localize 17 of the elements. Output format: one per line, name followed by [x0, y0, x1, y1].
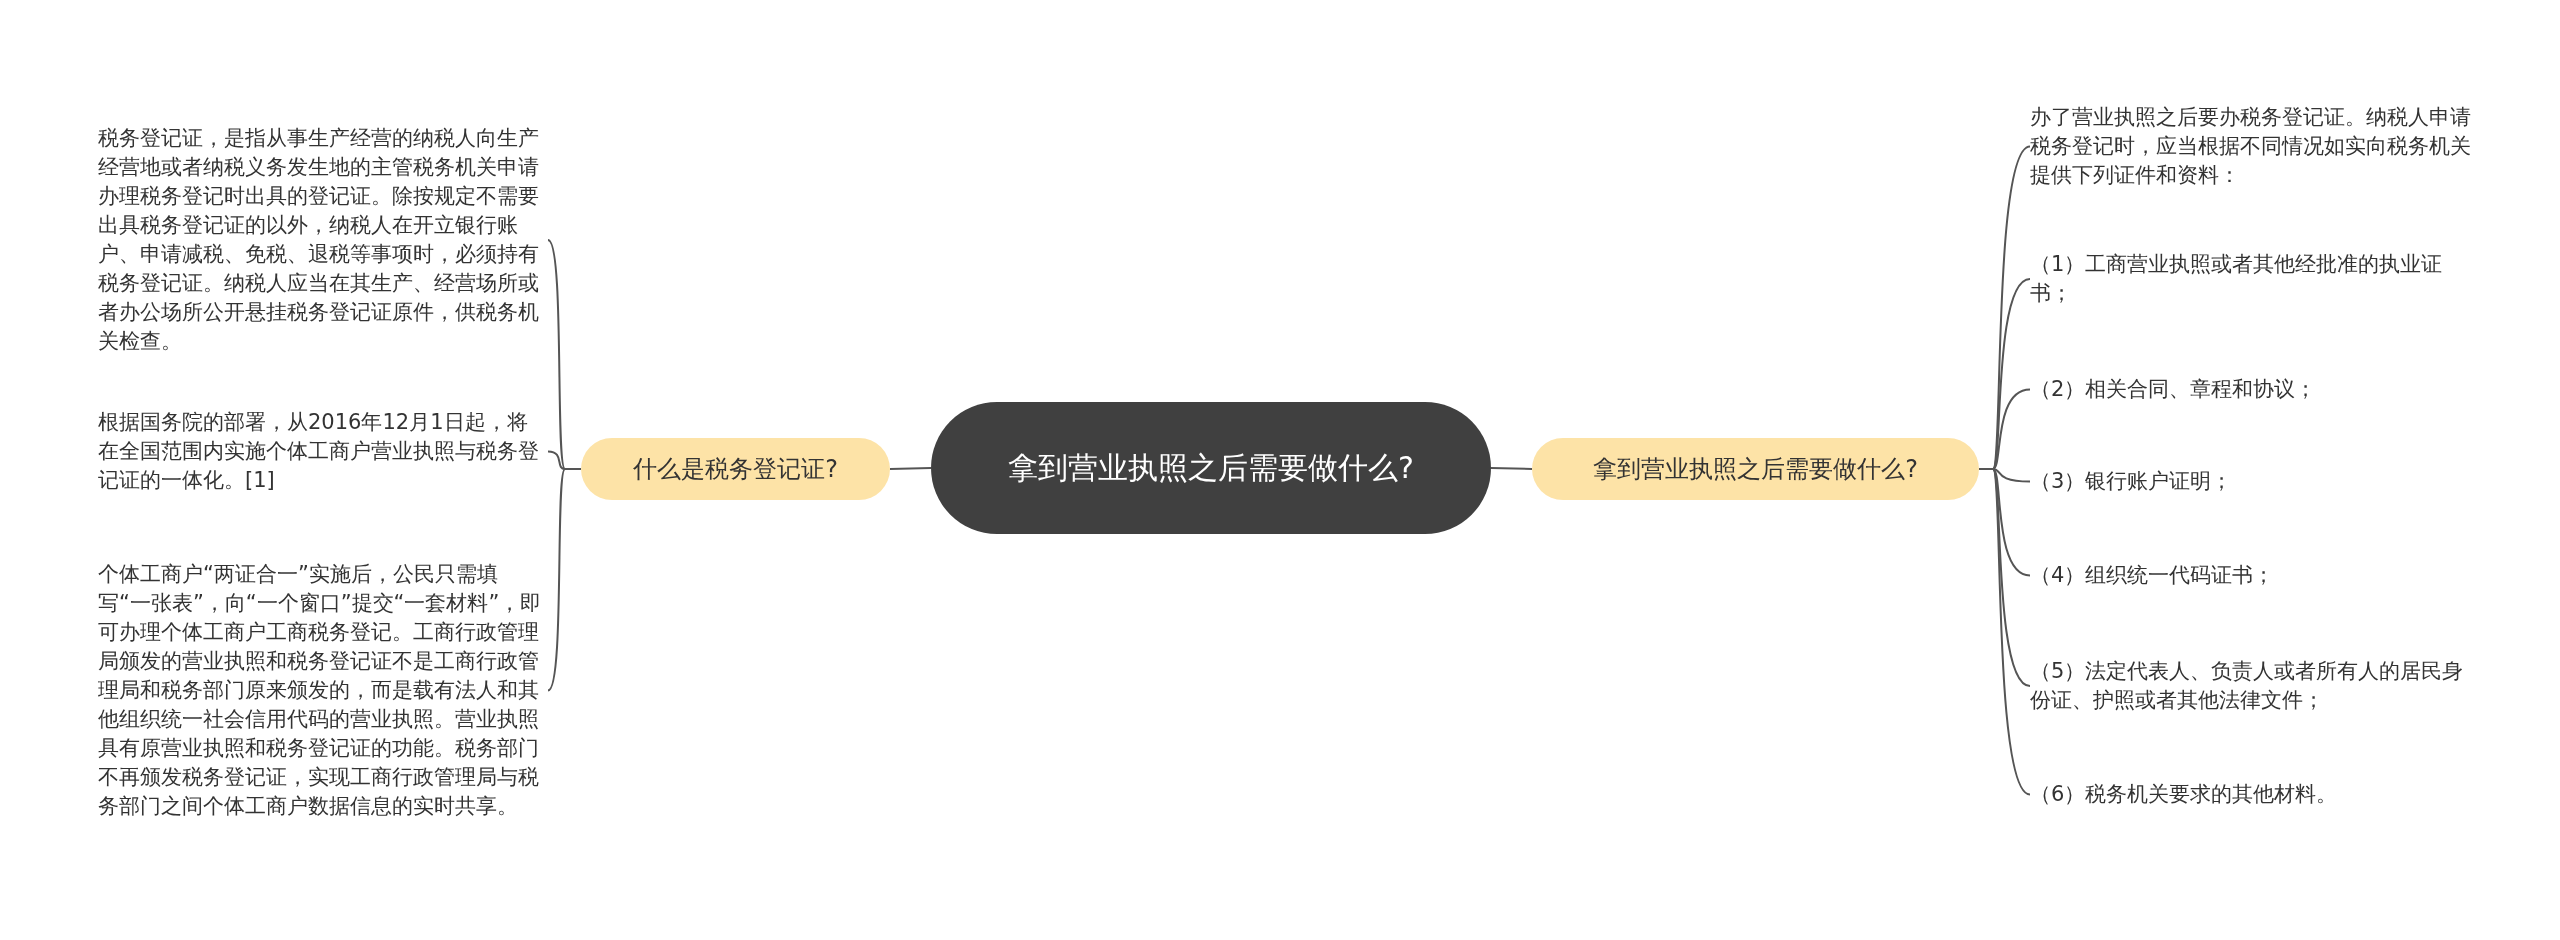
text-note: （5）法定代表人、负责人或者所有人的居民身份证、护照或者其他法律文件；	[2030, 657, 2480, 715]
connector-line	[1978, 468, 2031, 796]
text-note: （6）税务机关要求的其他材料。	[2030, 780, 2480, 809]
connector-line	[1490, 467, 1533, 470]
connector-line	[547, 468, 582, 692]
text-note: 个体工商户“两证合一”实施后，公民只需填写“一张表”，向“一个窗口”提交“一套材料”，即可办理个体工商户工商税务登记。工商行政管理局颁发的营业执照和税务登记证不是工商行政管理局和税务部门原来颁发的，而是载有法人和其他组织统一社会信用代码的营业执照。营业执照具有原营业执照和税务登记证的功能。税务部门不再颁发税务登记证，实现工商行政管理局与税务部门之间个体工商户数据信息的实时共享。	[98, 560, 548, 821]
text-note: （3）银行账户证明；	[2030, 467, 2480, 496]
branch-topic: 拿到营业执照之后需要做什么?	[1532, 438, 1979, 500]
text-note: （1）工商营业执照或者其他经批准的执业证书；	[2030, 250, 2480, 308]
text-note: 根据国务院的部署，从2016年12月1日起，将在全国范围内实施个体工商户营业执照与税务登记证的一体化。[1]	[98, 408, 548, 495]
text-note: 税务登记证，是指从事生产经营的纳税人向生产经营地或者纳税义务发生地的主管税务机关申请办理税务登记时出具的登记证。除按规定不需要出具税务登记证的以外，纳税人在开立银行账户、申请减税、免税、退税等事项时，必须持有税务登记证。纳税人应当在其生产、经营场所或者办公场所公开悬挂税务登记证原件，供税务机关检查。	[98, 124, 548, 356]
connector-line	[889, 467, 932, 470]
text-note: （2）相关合同、章程和协议；	[2030, 375, 2480, 404]
branch-topic: 什么是税务登记证?	[581, 438, 890, 500]
text-note: 办了营业执照之后要办税务登记证。纳税人申请税务登记时，应当根据不同情况如实向税务机关提供下列证件和资料：	[2030, 103, 2480, 190]
central-topic: 拿到营业执照之后需要做什么?	[931, 402, 1491, 534]
text-note: （4）组织统一代码证书；	[2030, 561, 2480, 590]
